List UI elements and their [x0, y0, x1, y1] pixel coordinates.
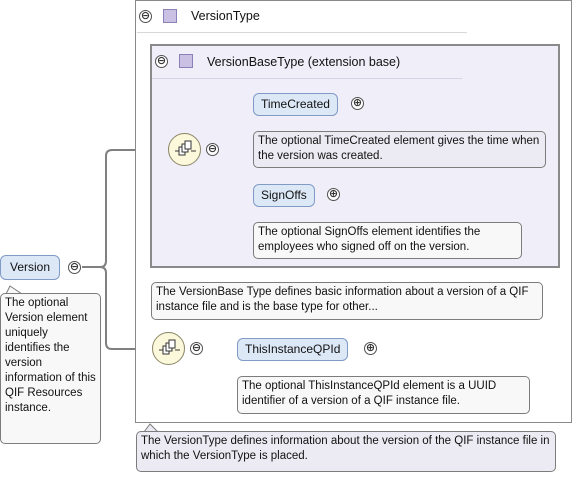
sign-offs-doc: The optional SignOffs element identifies… [253, 222, 522, 259]
sequence-glyph [175, 140, 196, 156]
type-icon [163, 9, 177, 23]
collapse-icon[interactable]: ⊖ [190, 342, 203, 355]
time-created-element[interactable]: TimeCreated [253, 93, 338, 116]
version-base-type-title: VersionBaseType (extension base) [207, 55, 401, 69]
collapse-icon[interactable]: ⊖ [206, 143, 219, 156]
collapse-icon[interactable]: ⊖ [155, 55, 168, 68]
version-type-doc: The VersionType defines information abou… [136, 431, 556, 472]
expand-icon[interactable]: ⊕ [327, 188, 340, 201]
title-divider [152, 78, 462, 79]
sign-offs-element[interactable]: SignOffs [253, 184, 315, 207]
expand-icon[interactable]: ⊕ [351, 97, 364, 110]
sequence-icon[interactable] [168, 133, 201, 166]
time-created-doc: The optional TimeCreated element gives t… [253, 131, 546, 168]
collapse-icon[interactable]: ⊖ [68, 261, 81, 274]
this-instance-qpid-doc: The optional ThisInstanceQPId element is… [237, 376, 530, 414]
type-icon [179, 54, 193, 68]
collapse-icon[interactable]: ⊖ [139, 10, 152, 23]
version-doc: The optional Version element uniquely id… [0, 293, 101, 444]
this-instance-qpid-element[interactable]: ThisInstanceQPId [237, 338, 349, 361]
version-element[interactable]: Version [0, 255, 61, 280]
divider [136, 1, 466, 3]
sequence-glyph [159, 339, 180, 355]
version-base-type-doc: The VersionBase Type defines basic infor… [151, 282, 543, 320]
expand-icon[interactable]: ⊕ [364, 342, 377, 355]
version-type-title: VersionType [191, 9, 260, 23]
title-divider [137, 32, 467, 33]
sequence-icon[interactable] [152, 332, 185, 365]
